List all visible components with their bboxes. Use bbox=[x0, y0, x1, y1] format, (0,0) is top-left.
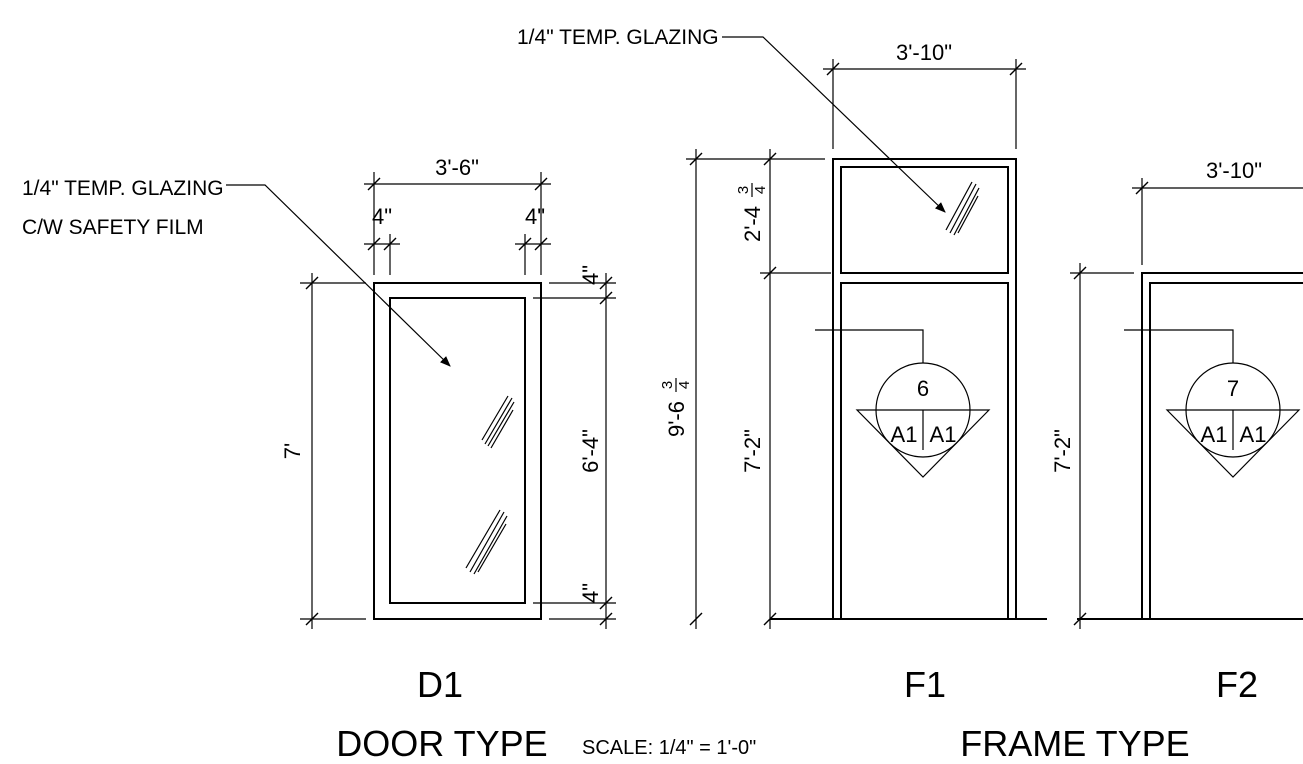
f1-overall-height-label: 9'-6 bbox=[664, 401, 689, 437]
d1-width-dimension: 3'-6" bbox=[364, 155, 551, 275]
glass-hatch-upper bbox=[481, 395, 515, 449]
f1-width-label: 3'-10" bbox=[896, 40, 952, 65]
glazing-note-top-text: 1/4" TEMP. GLAZING bbox=[517, 26, 719, 49]
f2-door-opening bbox=[1149, 282, 1303, 619]
d1-right-dimensions: 4" 6'-4" 4" bbox=[533, 265, 616, 629]
f1-transom-height-label: 2'-4 bbox=[740, 206, 765, 242]
f2-detail-callout: 7 A1 A1 bbox=[1124, 329, 1301, 478]
d1-width-label: 3'-6" bbox=[435, 155, 479, 180]
f1-mark: F1 bbox=[904, 664, 946, 705]
glazing-note-left-line2: C/W SAFETY FILM bbox=[22, 216, 204, 239]
f2-width-label: 3'-10" bbox=[1206, 158, 1262, 183]
door-d1-glass bbox=[389, 297, 526, 604]
door-d1: 3'-6" 4" 4" 7' bbox=[280, 155, 616, 705]
f1-door-height-label: 7'-2" bbox=[740, 429, 765, 473]
f1-detail-sheet-right: A1 bbox=[930, 422, 957, 447]
glazing-note-top: 1/4" TEMP. GLAZING bbox=[517, 26, 946, 213]
f2-detail-sheet-right: A1 bbox=[1240, 422, 1267, 447]
f2-detail-number: 7 bbox=[1227, 376, 1239, 401]
d1-rail-top-label: 4" bbox=[578, 265, 603, 285]
glass-hatch-lower bbox=[465, 509, 508, 575]
d1-height-label: 7' bbox=[280, 443, 305, 459]
glazing-leader-left bbox=[226, 184, 451, 367]
door-d1-outline bbox=[373, 282, 542, 620]
f1-detail-number: 6 bbox=[917, 376, 929, 401]
f2-detail-sheet-left: A1 bbox=[1201, 422, 1228, 447]
f2-width-dimension: 3'-10" bbox=[1132, 158, 1303, 265]
d1-stile-right-label: 4" bbox=[525, 204, 545, 229]
f1-overall-frac-num: 3 bbox=[659, 381, 676, 389]
door-type-title: DOOR TYPE bbox=[336, 723, 547, 764]
f2-height-dimension: 7'-2" bbox=[1050, 263, 1134, 629]
f2-door-height-label: 7'-2" bbox=[1050, 429, 1075, 473]
d1-stile-left-label: 4" bbox=[372, 204, 392, 229]
d1-mark: D1 bbox=[417, 664, 463, 705]
frame-type-title: FRAME TYPE bbox=[960, 723, 1189, 764]
glazing-leader-top bbox=[722, 36, 946, 213]
f1-transom-glass bbox=[840, 166, 1009, 274]
d1-height-dimension: 7' bbox=[280, 273, 366, 629]
f1-detail-callout: 6 A1 A1 bbox=[815, 329, 991, 478]
glazing-note-left: 1/4" TEMP. GLAZING C/W SAFETY FILM bbox=[22, 177, 451, 367]
f2-mark: F2 bbox=[1216, 664, 1258, 705]
f1-transom-frac-num: 3 bbox=[735, 186, 752, 194]
f1-door-opening bbox=[840, 282, 1009, 619]
d1-stile-dimensions: 4" 4" bbox=[364, 204, 551, 275]
f2-frame-outline bbox=[1141, 272, 1303, 619]
glazing-note-left-line1: 1/4" TEMP. GLAZING bbox=[22, 177, 224, 200]
scale-note: SCALE: 1/4" = 1'-0" bbox=[582, 737, 756, 759]
f1-inner-height-dimensions: 2'-4 3 4 7'-2" bbox=[735, 149, 831, 629]
f1-detail-sheet-left: A1 bbox=[891, 422, 918, 447]
f1-overall-height-dimension: 9'-6 3 4 bbox=[659, 149, 825, 629]
f1-transom-frac-den: 4 bbox=[752, 186, 769, 194]
f1-overall-frac-den: 4 bbox=[676, 381, 693, 389]
frame-f2: 3'-10" 7'-2" 7 A1 A1 F2 bbox=[1050, 158, 1303, 705]
d1-rail-bottom-label: 4" bbox=[578, 583, 603, 603]
frame-f1: 3'-10" 9'-6 3 4 2'-4 3 bbox=[659, 40, 1047, 705]
f1-width-dimension: 3'-10" bbox=[823, 40, 1026, 149]
transom-hatch bbox=[945, 181, 980, 236]
d1-glass-height-label: 6'-4" bbox=[578, 429, 603, 473]
